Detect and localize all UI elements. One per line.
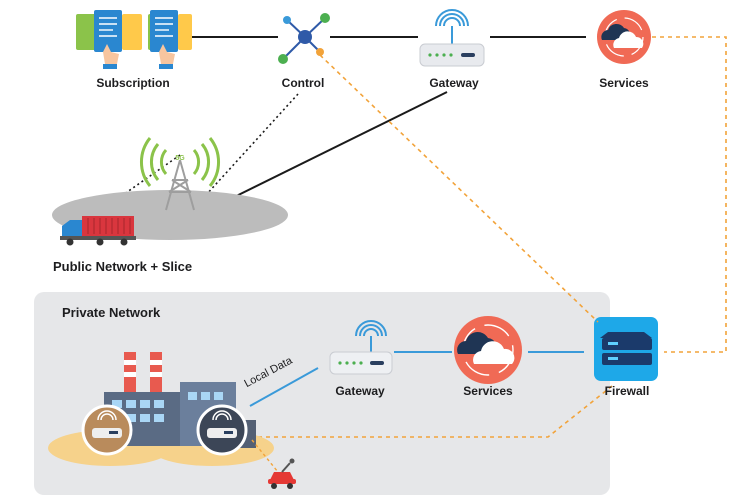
truck-icon [60, 216, 136, 246]
firewall-server-icon [600, 332, 652, 365]
robot-car-icon [251, 439, 296, 489]
firewall-label: Firewall [604, 384, 650, 398]
dashed-links [258, 36, 727, 438]
gateway-label: Gateway [429, 76, 479, 90]
control-hub-icon [278, 13, 330, 64]
control-label: Control [281, 76, 325, 90]
services-cloud-icon [597, 10, 651, 64]
private-network-title: Private Network [62, 305, 161, 320]
solid-links [192, 36, 586, 211]
private-links [249, 351, 584, 407]
private-services-label: Services [463, 384, 513, 398]
subscription-icon [76, 10, 192, 69]
private-router-left-icon [81, 404, 133, 456]
private-gateway-router-icon [329, 320, 393, 375]
5g-tower-icon [140, 137, 220, 211]
private-router-right-icon [196, 404, 248, 456]
services-label: Services [599, 76, 649, 90]
public-network-label: Public Network + Slice [53, 259, 193, 274]
private-services-cloud-icon [454, 316, 522, 384]
gateway-router-icon [419, 9, 485, 67]
factory-illustration [48, 352, 274, 466]
subscription-label: Subscription [96, 76, 170, 90]
private-gateway-label: Gateway [335, 384, 385, 398]
tower-badge: 5G [175, 155, 185, 162]
